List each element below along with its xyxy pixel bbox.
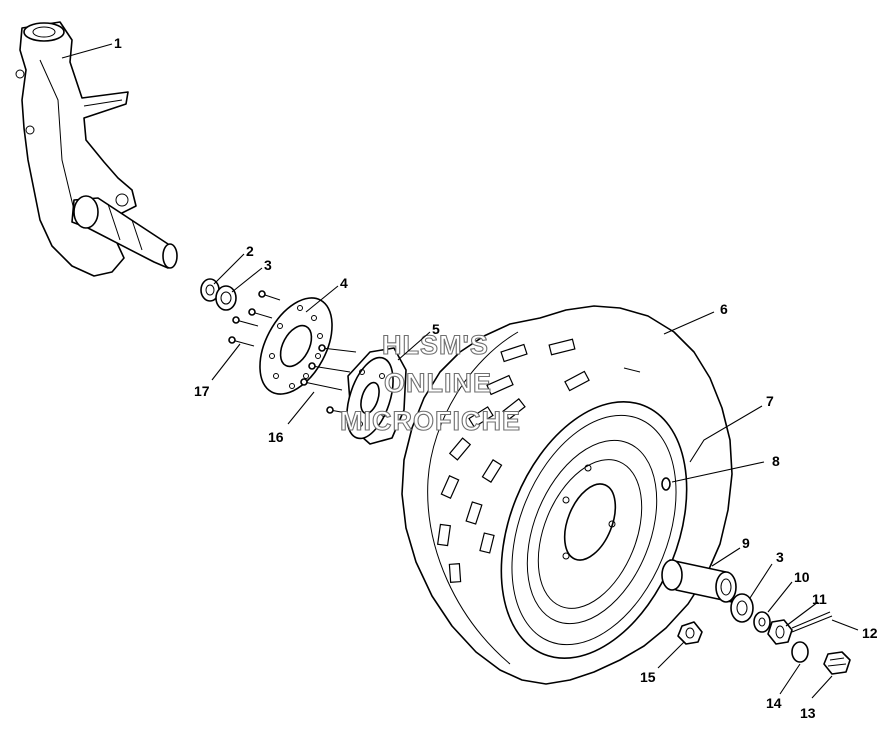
callout-17: 17 <box>194 383 210 399</box>
dust-cap-13[interactable] <box>823 651 851 675</box>
leader-lines <box>61 43 859 699</box>
o-ring-14[interactable] <box>791 641 809 663</box>
lug-nut-15[interactable] <box>677 621 703 645</box>
callout-1: 1 <box>114 35 122 51</box>
callout-16: 16 <box>268 429 284 445</box>
disc-bolts-17[interactable] <box>228 290 281 347</box>
steering-knuckle[interactable] <box>15 21 178 277</box>
brake-disc[interactable] <box>245 286 347 406</box>
callout-2: 2 <box>246 243 254 259</box>
callout-3-outer: 3 <box>776 549 784 565</box>
callout-9: 9 <box>742 535 750 551</box>
callout-10: 10 <box>794 569 810 585</box>
valve-stem[interactable] <box>661 477 671 491</box>
callout-3-inner: 3 <box>264 257 272 273</box>
callout-6: 6 <box>720 301 728 317</box>
callout-4: 4 <box>340 275 348 291</box>
callout-7: 7 <box>766 393 774 409</box>
callout-11: 11 <box>812 591 827 607</box>
watermark-line-3: MICROFICHE <box>340 406 521 436</box>
callout-15: 15 <box>640 669 656 685</box>
callout-13: 13 <box>800 705 816 721</box>
watermark: HLSM'S ONLINE MICROFICHE <box>339 329 521 436</box>
callout-12: 12 <box>862 625 878 641</box>
wheel-rim[interactable] <box>466 374 722 685</box>
callout-5: 5 <box>432 321 440 337</box>
spacer-sleeve[interactable] <box>661 559 737 603</box>
callout-8: 8 <box>772 453 780 469</box>
watermark-line-2: ONLINE <box>384 368 492 398</box>
cotter-pin-12[interactable] <box>791 611 833 633</box>
bearing-seal-3-inner[interactable] <box>215 285 237 311</box>
callout-14: 14 <box>766 695 782 711</box>
watermark-line-1: HLSM'S <box>382 330 489 360</box>
wheel-studs-16[interactable] <box>300 344 357 415</box>
wheel-hub[interactable] <box>338 347 407 445</box>
bearing-seal-3-outer[interactable] <box>730 593 754 623</box>
callout-numbers: 1 2 3 4 5 6 7 8 9 3 10 11 12 13 14 15 16… <box>114 35 878 721</box>
washer-10[interactable] <box>753 611 771 633</box>
